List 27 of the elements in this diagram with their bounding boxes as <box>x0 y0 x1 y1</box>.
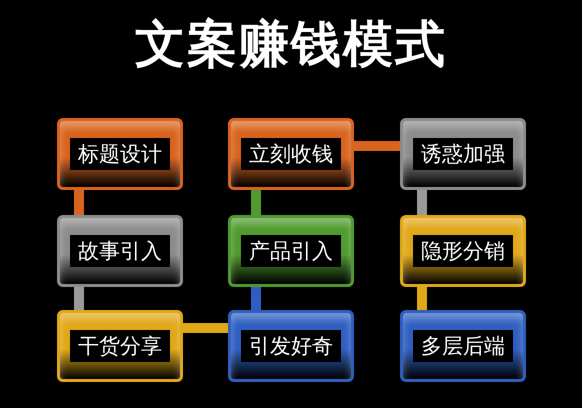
connector-line <box>417 190 427 215</box>
box-label: 故事引入 <box>70 235 170 267</box>
box-label: 立刻收钱 <box>241 138 341 170</box>
box-label: 标题设计 <box>70 138 170 170</box>
process-box <box>228 215 354 287</box>
process-box <box>400 215 526 287</box>
connector-line <box>74 190 84 215</box>
process-box <box>57 310 183 382</box>
title: 文案赚钱模式 <box>134 14 448 74</box>
connector-line <box>354 141 400 151</box>
box-label: 引发好奇 <box>241 330 341 362</box>
connector-line <box>251 190 261 215</box>
process-box <box>57 118 183 190</box>
box-label: 多层后端 <box>413 330 513 362</box>
connector-line <box>417 287 427 310</box>
box-label: 产品引入 <box>241 235 341 267</box>
box-label: 干货分享 <box>70 330 170 362</box>
box-label: 隐形分销 <box>413 235 513 267</box>
process-box <box>228 118 354 190</box>
process-box <box>57 215 183 287</box>
process-box <box>400 118 526 190</box>
process-box <box>400 310 526 382</box>
connector-line <box>183 323 228 333</box>
box-label: 诱惑加强 <box>413 138 513 170</box>
process-box <box>228 310 354 382</box>
connector-line <box>74 287 84 310</box>
connector-line <box>251 287 261 310</box>
